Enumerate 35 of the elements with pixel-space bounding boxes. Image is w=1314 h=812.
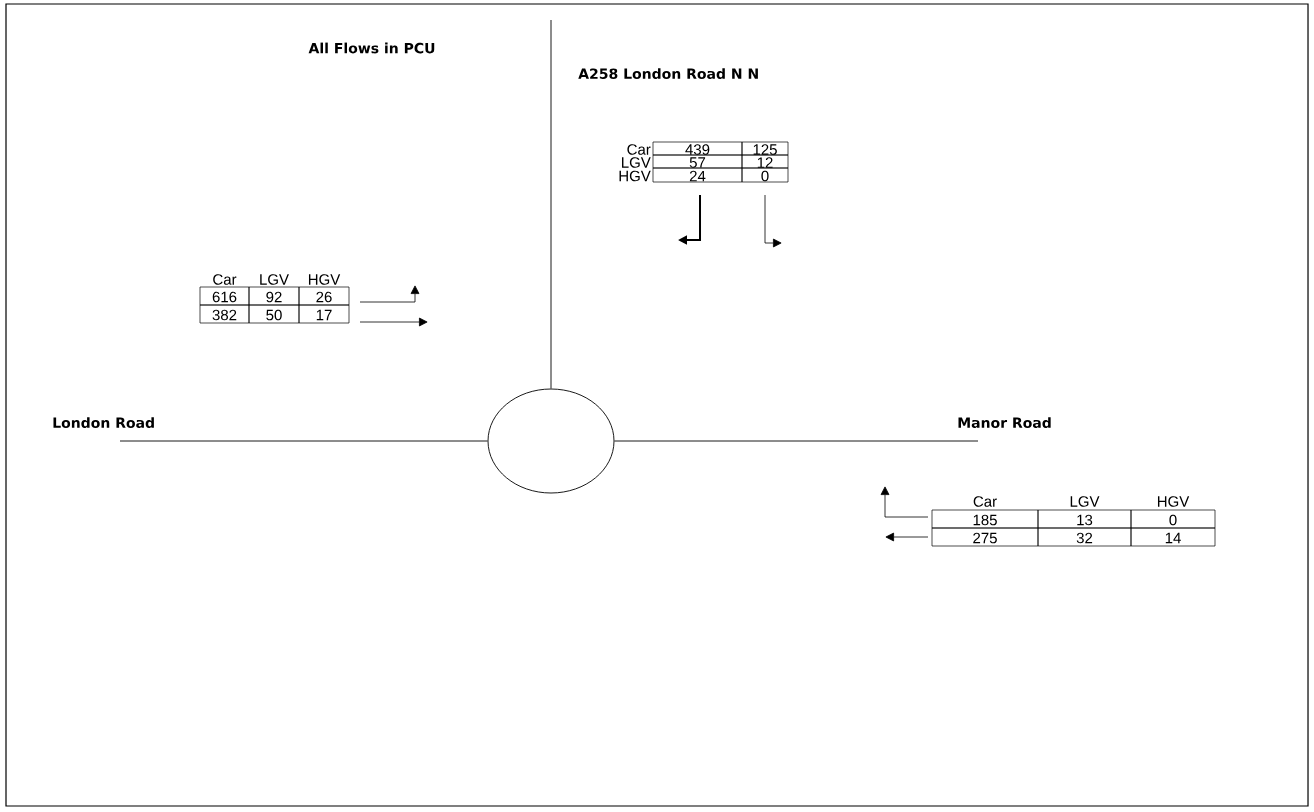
road-line [614, 440, 979, 442]
table-cell: 0 [1130, 509, 1216, 529]
table-cell: 185 [931, 509, 1039, 529]
road-name: A258 London Road N N [578, 68, 758, 79]
table-cell: 382 [199, 304, 250, 324]
table-cell: 14 [1130, 527, 1216, 547]
column-header: Car [213, 274, 237, 285]
column-header: LGV [260, 274, 289, 285]
table-cell: 125 [741, 141, 789, 156]
table-cell: 26 [298, 286, 350, 306]
row-header: HGV [619, 170, 651, 182]
table-cell: 13 [1037, 509, 1132, 529]
table-cell: 616 [199, 286, 250, 306]
road-name: London Road [53, 417, 154, 428]
roundabout-circle [487, 388, 615, 494]
table-cell: 275 [931, 527, 1039, 547]
column-header: LGV [1070, 496, 1100, 507]
table-cell: 17 [298, 304, 350, 324]
table-cell: 32 [1037, 527, 1132, 547]
column-header: Car [973, 496, 997, 507]
table-cell: 12 [741, 154, 789, 169]
road-line [550, 19, 552, 389]
table-cell: 57 [652, 154, 743, 169]
table-cell: 439 [652, 141, 743, 156]
table-cell: 24 [652, 167, 743, 183]
road-line [119, 440, 488, 442]
column-header: HGV [309, 274, 341, 285]
table-cell: 0 [741, 167, 789, 183]
table-cell: 50 [248, 304, 300, 324]
road-name: Manor Road [958, 417, 1051, 428]
row-header: LGV [622, 157, 651, 168]
row-header: Car [627, 144, 651, 155]
table-cell: 92 [248, 286, 300, 306]
heading: All Flows in PCU [308, 42, 435, 54]
column-header: HGV [1158, 496, 1190, 507]
